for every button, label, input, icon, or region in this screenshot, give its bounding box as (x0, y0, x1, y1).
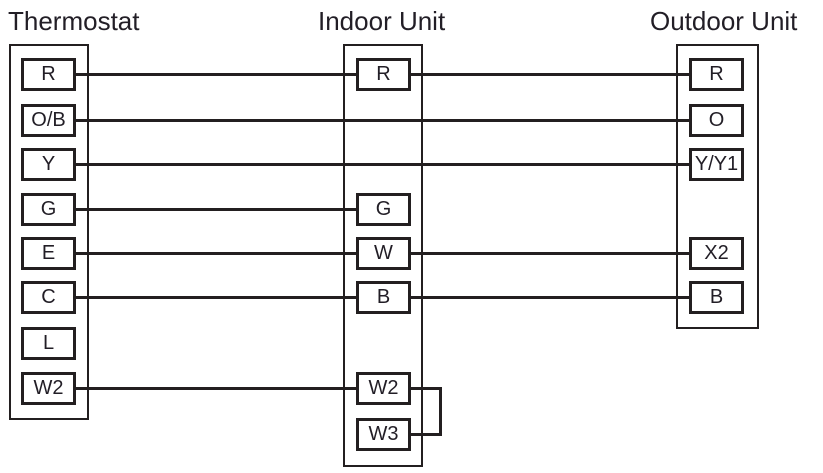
terminal-outdoor-b: B (689, 281, 744, 314)
terminal-thermostat-ob: O/B (21, 104, 76, 137)
terminal-outdoor-r: R (689, 58, 744, 91)
jumper-w2-w3-top (410, 387, 442, 390)
wire-thermostat-r-to-indoor-r (76, 73, 356, 76)
thermostat-title: Thermostat (8, 6, 140, 36)
terminal-indoor-g: G (356, 193, 411, 226)
outdoor-unit-box (676, 44, 759, 329)
terminal-thermostat-c: C (21, 281, 76, 314)
terminal-thermostat-g: G (21, 193, 76, 226)
wire-thermostat-e-to-indoor-w (76, 252, 356, 255)
terminal-indoor-w2: W2 (356, 372, 411, 405)
outdoor-unit-title: Outdoor Unit (650, 6, 798, 36)
indoor-unit-box (343, 44, 423, 467)
terminal-outdoor-yy1: Y/Y1 (689, 148, 744, 181)
jumper-w2-w3-vertical (439, 387, 442, 436)
terminal-indoor-w: W (356, 237, 411, 270)
terminal-outdoor-o: O (689, 104, 744, 137)
wire-indoor-r-to-outdoor-r (410, 73, 689, 76)
terminal-indoor-r: R (356, 58, 411, 91)
wire-indoor-w-to-outdoor-x2 (410, 252, 689, 255)
terminal-indoor-b: B (356, 281, 411, 314)
wire-indoor-b-to-outdoor-b (410, 296, 689, 299)
wire-thermostat-y-to-outdoor-yy1 (76, 163, 689, 166)
terminal-thermostat-e: E (21, 237, 76, 270)
terminal-thermostat-y: Y (21, 148, 76, 181)
indoor-unit-title: Indoor Unit (318, 6, 446, 36)
wire-thermostat-ob-to-outdoor-o (76, 119, 689, 122)
thermostat-box (9, 44, 89, 420)
terminal-outdoor-x2: X2 (689, 237, 744, 270)
wire-thermostat-w2-to-indoor-w2 (76, 387, 356, 390)
terminal-thermostat-r: R (21, 58, 76, 91)
jumper-w2-w3-bottom (410, 433, 442, 436)
terminal-indoor-w3: W3 (356, 418, 411, 451)
wire-thermostat-g-to-indoor-g (76, 208, 356, 211)
terminal-thermostat-l: L (21, 327, 76, 360)
wire-thermostat-c-to-indoor-b (76, 296, 356, 299)
terminal-thermostat-w2: W2 (21, 372, 76, 405)
